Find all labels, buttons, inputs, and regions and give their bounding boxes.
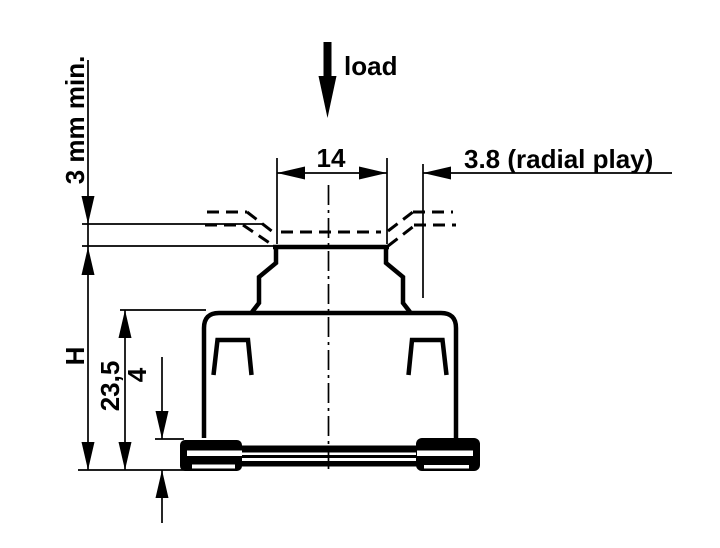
base-bottom-band [238,461,422,467]
clip-slot-left [211,337,254,376]
base-top-band [238,445,422,453]
arrow-up-3mm-icon [81,247,95,275]
base-left-stripe-top [187,450,242,456]
dim-23-5-label: 23,5 [95,361,125,412]
dim-h-label: H [60,347,90,366]
part-outline [201,244,459,438]
neck-left-profile [250,246,279,314]
arrow-down-23-5-icon [118,442,132,470]
body-outline [201,310,459,438]
panel-top-left-joggle [246,210,274,234]
arrow-up-4-icon [155,470,169,498]
dimensions [78,60,672,523]
arrow-down-3mm-icon [81,196,95,224]
arrow-down-4-icon [155,411,169,439]
panel-bottom-right-joggle [387,224,415,248]
panel-bottom-left-joggle [242,223,275,248]
dim-4-label: 4 [122,367,152,382]
load-arrow-icon [318,76,337,118]
base-left-stripe-bottom [192,464,235,469]
panel-hidden-outline [205,210,456,248]
base-plate [180,438,480,471]
clip-slot-right [406,337,449,376]
arrow-left-radial-play-icon [423,166,451,180]
base-right-stripe-bottom [424,465,469,469]
arrow-up-23-5-icon [118,310,132,338]
load-arrow [318,42,337,118]
arrow-down-h-icon [81,442,95,470]
neck-right-profile [383,246,412,314]
arrow-right-14-icon [359,166,387,180]
load-label: load [344,51,397,81]
dim-14-label: 14 [317,143,346,173]
dim-3mm-min-label: 3 mm min. [60,56,90,185]
panel-top-right-joggle [387,210,414,233]
load-arrow-shaft [323,42,332,80]
base-mid-band [238,455,422,458]
arrow-left-14-icon [277,166,305,180]
base-right-stripe-top [417,450,473,456]
dim-radial-play-label: 3.8 (radial play) [464,144,653,174]
